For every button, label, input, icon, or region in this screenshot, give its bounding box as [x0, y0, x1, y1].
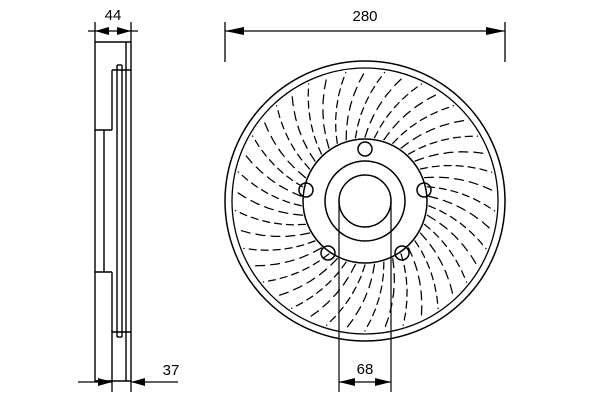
cooling-vane	[364, 261, 385, 332]
bolt-hole	[394, 245, 410, 261]
cooling-vane	[275, 258, 338, 297]
cooling-vane	[428, 205, 487, 250]
dimension-68-group: 68	[338, 201, 392, 392]
cooling-vane	[364, 76, 405, 138]
cooling-vane-group	[234, 70, 496, 332]
cooling-vane	[419, 164, 493, 173]
cooling-vane	[419, 232, 454, 297]
cooling-vane	[234, 190, 304, 216]
cooling-vane	[251, 135, 304, 188]
cooling-vane	[276, 105, 311, 170]
hub-inner-circle	[324, 160, 406, 242]
dimension-68-label: 68	[357, 361, 374, 378]
cooling-vane	[291, 261, 347, 309]
cooling-vane	[392, 105, 455, 144]
cooling-vane	[307, 83, 323, 155]
arrowhead-280-right	[486, 27, 505, 35]
cooling-vane	[400, 253, 408, 326]
dimension-37-label: 37	[163, 362, 180, 379]
cooling-vane	[234, 209, 307, 226]
cooling-vane	[414, 151, 487, 162]
front-face-view	[224, 60, 506, 342]
dimension-280-label: 280	[352, 8, 377, 25]
arrowhead-68-left	[339, 378, 355, 386]
disc-outer-circle	[224, 60, 506, 342]
bolt-hole-group	[298, 141, 432, 261]
arrowhead-280-left	[225, 27, 244, 35]
cooling-vane	[345, 70, 366, 141]
cooling-vane	[423, 176, 496, 193]
cooling-vane	[243, 240, 316, 251]
cooling-vane	[426, 186, 496, 212]
dimension-44-group: 44	[88, 7, 138, 42]
dimension-37-group: 37	[78, 362, 179, 392]
bolt-hole	[320, 245, 336, 261]
cooling-vane	[407, 247, 423, 319]
cooling-vane	[251, 247, 323, 267]
cooling-vane	[307, 263, 357, 319]
cooling-vane	[373, 83, 423, 139]
cooling-vane	[423, 223, 468, 283]
arrowhead-44-left	[95, 27, 109, 35]
bolt-hole	[298, 182, 314, 198]
cooling-vane	[237, 229, 311, 238]
dimension-280-group: 280	[224, 8, 506, 62]
hub-outer-circle	[302, 138, 428, 264]
cooling-vane	[243, 152, 302, 197]
cooling-vane	[383, 258, 396, 331]
bolt-hole	[357, 141, 373, 157]
cooling-vane	[291, 92, 316, 162]
cooling-vane	[414, 240, 439, 310]
cooling-vane	[426, 214, 479, 267]
bolt-hole	[416, 182, 432, 198]
cooling-vane	[262, 119, 307, 179]
cooling-vane	[400, 119, 468, 149]
side-section-view	[94, 41, 132, 382]
arrowhead-44-right	[117, 27, 131, 35]
dimension-44-label: 44	[105, 7, 122, 24]
cooling-vane	[428, 195, 493, 231]
vane-outer-circle	[231, 67, 499, 335]
cooling-vane	[383, 93, 439, 141]
arrowhead-37-right	[131, 378, 145, 386]
cooling-vane	[354, 71, 386, 139]
cooling-vane	[237, 171, 302, 207]
cooling-vane	[262, 253, 330, 283]
cooling-vane	[344, 263, 376, 331]
cooling-vane	[322, 76, 330, 149]
arrowhead-68-right	[375, 378, 391, 386]
cooling-vane	[325, 264, 366, 326]
center-bore-circle	[338, 174, 392, 228]
cooling-vane	[334, 71, 347, 144]
cooling-vane	[407, 135, 479, 155]
arrowhead-37-left	[98, 378, 112, 386]
